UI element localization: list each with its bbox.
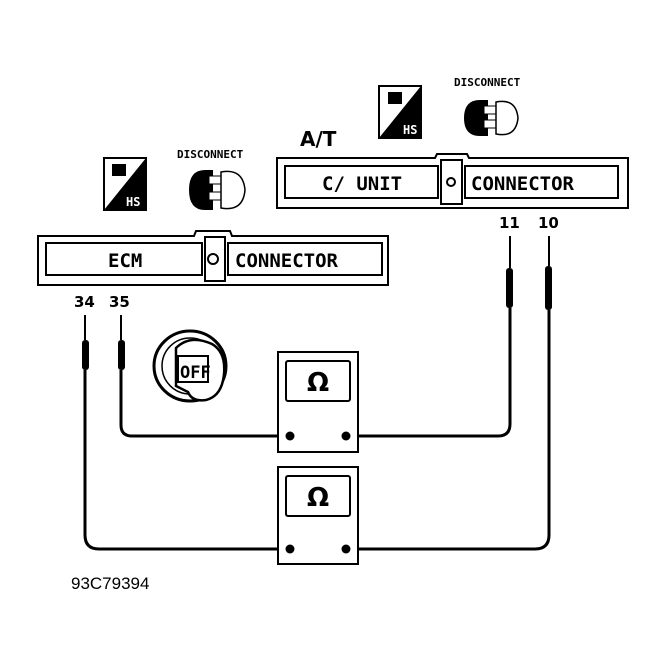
probe-10 — [545, 236, 552, 310]
pin-34-label: 34 — [74, 293, 95, 311]
figure-code: 93C79394 — [71, 574, 149, 593]
disconnect-icon-left — [189, 170, 246, 210]
tcu-connector: C/ UNIT CONNECTOR — [276, 153, 629, 209]
ignition-key-off-icon: OFF — [152, 329, 228, 403]
wire-11-to-meter1 — [346, 308, 512, 438]
svg-text:CONNECTOR: CONNECTOR — [235, 250, 339, 272]
pin-11-label: 11 — [499, 214, 520, 232]
wire-34-to-meter2 — [83, 370, 290, 551]
wire-35-to-meter1 — [119, 370, 290, 438]
svg-text:C/ UNIT: C/ UNIT — [322, 173, 402, 195]
svg-text:ECM: ECM — [108, 250, 142, 272]
probe-11 — [506, 236, 513, 308]
probe-35 — [118, 315, 125, 370]
ohmmeter-bottom: Ω — [277, 466, 359, 565]
svg-text:Ω: Ω — [307, 368, 329, 398]
svg-text:OFF: OFF — [180, 363, 211, 383]
hs-icon-left: HS — [103, 157, 147, 211]
probe-34 — [82, 315, 89, 370]
disconnect-icon-top — [464, 100, 519, 136]
ecm-connector: ECM CONNECTOR — [37, 230, 389, 286]
svg-text:CONNECTOR: CONNECTOR — [471, 173, 575, 195]
pin-10-label: 10 — [538, 214, 559, 232]
pin-35-label: 35 — [109, 293, 130, 311]
svg-text:HS: HS — [403, 123, 417, 137]
hs-icon-top: HS — [378, 85, 422, 139]
ohmmeter-top: Ω — [277, 351, 359, 453]
svg-text:HS: HS — [126, 195, 140, 209]
at-label: A/T — [300, 127, 337, 151]
wire-10-to-meter2 — [346, 310, 551, 551]
disconnect-label-top: DISCONNECT — [454, 76, 521, 89]
disconnect-label-left: DISCONNECT — [177, 148, 244, 161]
svg-text:Ω: Ω — [307, 483, 329, 513]
